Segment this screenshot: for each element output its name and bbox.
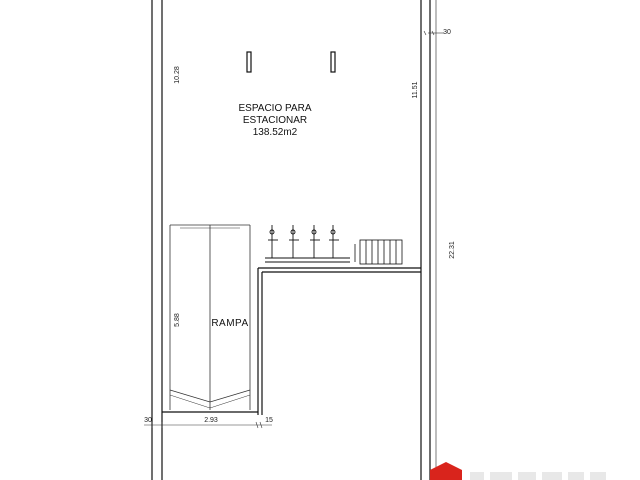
dim-bottom-right-wall: 15 xyxy=(265,417,273,424)
ramp xyxy=(169,224,251,410)
parking-area-title-line1: ESPACIO PARA xyxy=(238,103,312,114)
car-marker-2 xyxy=(330,51,336,73)
logo-mark xyxy=(430,462,606,480)
car-marker-1 xyxy=(246,51,252,73)
ramp-label: RAMPA xyxy=(211,318,249,329)
dimension-lines xyxy=(144,30,444,429)
dim-left-upper: 10.28 xyxy=(174,66,181,84)
dim-right-lower: 22.31 xyxy=(449,241,456,259)
dim-bottom-left-wall: 30 xyxy=(144,417,152,424)
dim-bottom-ramp-width: 2.93 xyxy=(204,417,218,424)
right-wall xyxy=(420,0,431,480)
dim-left-lower: 5.88 xyxy=(174,313,181,327)
parking-area-title-line2: ESTACIONAR xyxy=(242,115,308,126)
stairs xyxy=(354,239,403,265)
bike-rack xyxy=(265,225,350,263)
dim-top-right-wall: 30 xyxy=(443,29,451,36)
ramp-partition xyxy=(162,267,421,415)
parking-area-title: ESPACIO PARA ESTACIONAR xyxy=(205,103,345,127)
left-wall xyxy=(151,0,163,480)
parking-area-size: 138.52m2 xyxy=(252,127,298,138)
dim-right-upper: 11.51 xyxy=(412,81,419,98)
